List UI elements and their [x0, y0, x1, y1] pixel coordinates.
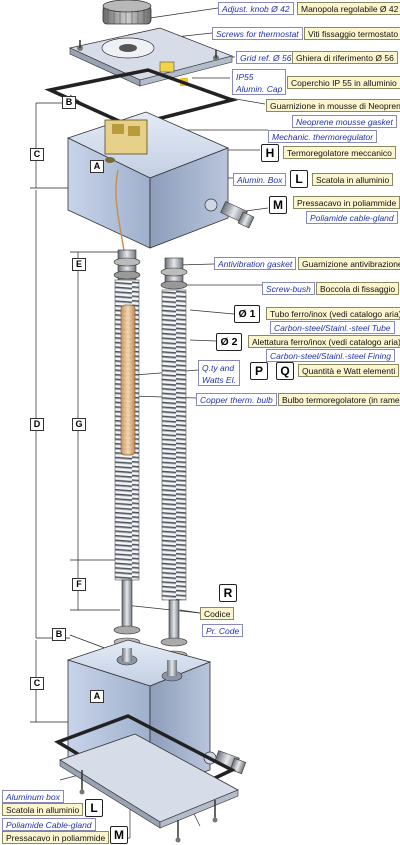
label-cap-en-line1: IP55: [236, 72, 254, 82]
label-thermo-en: Mechanic. thermoregulator: [268, 130, 378, 143]
label-fin-en: Carbon-steel/Stainl.-steel Fining: [266, 349, 395, 362]
label-gasket-it: Guarnizione in mousse di Neoprene: [266, 99, 400, 112]
letter-l-bottom: L: [85, 799, 103, 817]
label-box2-it: Scatola in alluminio: [2, 803, 84, 816]
label-cable-en: Poliamide cable-gland: [306, 211, 398, 224]
dim-c-top: C: [30, 148, 44, 161]
label-qty-en: Q.ty and Watts El.: [198, 360, 240, 386]
label-fin-it: Alettatura ferro/inox (vedi catalogo ari…: [248, 335, 400, 348]
label-tube-en: Carbon-steel/Stainl.-steel Tube: [270, 321, 395, 334]
dim-a-bottom: A: [90, 690, 104, 703]
dim-e: E: [72, 258, 86, 271]
dim-f: F: [72, 578, 86, 591]
label-screwbush-en: Screw-bush: [262, 282, 315, 295]
label-adjust-knob-en: Adjust. knob Ø 42: [218, 2, 294, 15]
label-code-it: Codice: [200, 607, 235, 620]
letter-o1: Ø 1: [234, 305, 260, 323]
letter-l: L: [290, 170, 308, 188]
letter-m-bottom: M: [110, 826, 128, 844]
label-thermo-it: Termoregolatore meccanico: [283, 146, 396, 159]
letter-q: Q: [276, 362, 294, 380]
label-cap-it: Coperchio IP 55 in alluminio: [287, 76, 400, 89]
label-qty-it: Quantità e Watt elementi: [298, 364, 400, 377]
label-box-en: Alumin. Box: [233, 173, 287, 186]
label-antivib-it: Guarnizione antivibrazione: [298, 257, 400, 270]
label-qty-en-line2: Watts El.: [202, 375, 236, 385]
label-screwbush-it: Boccola di fissaggio: [316, 282, 400, 295]
dim-b-top: B: [62, 96, 76, 109]
letter-r: R: [219, 584, 237, 602]
letter-p: P: [250, 362, 268, 380]
label-box2-en: Aluminum box: [2, 790, 64, 803]
label-code-en: Pr. Code: [202, 624, 244, 637]
label-cable2-en: Poliamide Cable-gland: [2, 818, 96, 831]
label-grid-it: Ghiera di riferimento Ø 56: [292, 51, 398, 64]
label-screws-it: Viti fissaggio termostato: [304, 27, 400, 40]
dim-d: D: [30, 418, 44, 431]
label-bulb-en: Copper therm. bulb: [196, 393, 277, 406]
label-cap-en: IP55 Alumin. Cap: [232, 69, 287, 95]
label-antivib-en: Antivibration gasket: [214, 257, 297, 270]
dim-a-top: A: [90, 160, 104, 173]
letter-m: M: [269, 196, 287, 214]
label-adjust-knob-it: Manopola regolabile Ø 42: [297, 2, 400, 15]
label-cable-it: Pressacavo in poliammide: [293, 196, 400, 209]
dim-c-bottom: C: [30, 677, 44, 690]
label-box-it: Scatola in alluminio: [312, 173, 394, 186]
letter-h: H: [261, 144, 279, 162]
dim-b-bottom: B: [52, 628, 66, 641]
dim-g: G: [72, 418, 86, 431]
label-gasket-en: Neoprene mousse gasket: [292, 115, 397, 128]
label-bulb-it: Bulbo termoregolatore (in rame): [278, 393, 400, 406]
label-cap-en-line2: Alumin. Cap: [236, 84, 283, 94]
label-cable2-it: Pressacavo in poliammide: [2, 831, 110, 844]
label-grid-en: Grid ref. Ø 56: [236, 51, 296, 64]
label-screws-en: Screws for thermostat: [212, 27, 303, 40]
label-qty-en-line1: Q.ty and: [202, 363, 235, 373]
label-tube-it: Tubo ferro/inox (vedi catalogo aria): [266, 307, 400, 320]
letter-o2: Ø 2: [216, 333, 242, 351]
